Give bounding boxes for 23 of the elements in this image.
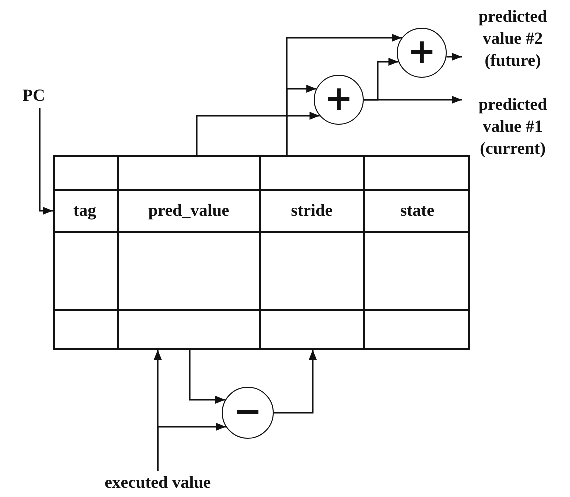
arrow: [39, 108, 53, 215]
arrow: [154, 350, 162, 471]
prediction-table: [53, 155, 470, 350]
adder-circle: [397, 28, 447, 78]
arrow: [286, 34, 402, 155]
signal-label: predicted value #2 (future): [478, 6, 548, 72]
field-name: stride: [290, 201, 334, 221]
arrow: [274, 350, 317, 414]
field-name: state: [400, 201, 436, 221]
operator-sign: −: [234, 394, 262, 428]
signal-label: PC: [22, 85, 46, 107]
arrow: [446, 53, 462, 61]
arrow: [364, 96, 462, 104]
signal-label: executed value: [104, 472, 212, 494]
subtractor-circle: [222, 387, 274, 439]
field-name: pred_value: [148, 201, 230, 221]
arrow: [189, 350, 226, 404]
signal-label: predicted value #1 (current): [478, 94, 548, 160]
field-name: tag: [72, 201, 98, 221]
operator-sign: +: [324, 82, 354, 116]
arrow: [196, 112, 320, 155]
adder-circle: [314, 75, 364, 125]
operator-sign: +: [408, 34, 436, 68]
